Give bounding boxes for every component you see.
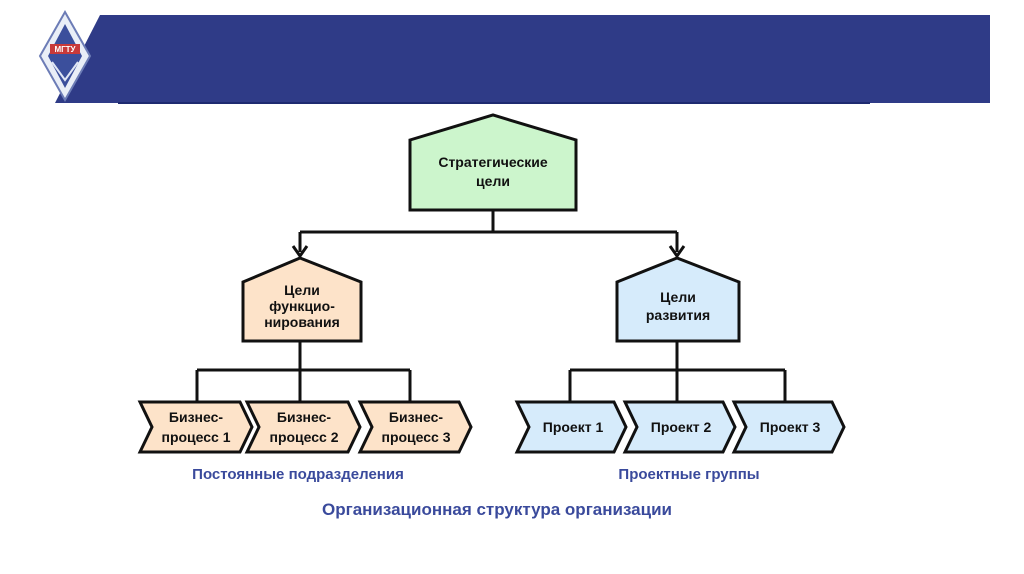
bp1-line1: Бизнес-	[169, 409, 223, 425]
node-business-process-3: Бизнес- процесс 3	[357, 400, 473, 454]
bp2-line2: процесс 2	[269, 429, 338, 445]
node-functioning-line1: Цели	[284, 282, 320, 298]
node-project-3: Проект 3	[731, 400, 846, 454]
project1-label: Проект 1	[543, 419, 604, 435]
node-project-2: Проект 2	[622, 400, 737, 454]
node-project-1: Проект 1	[514, 400, 628, 454]
bp3-line1: Бизнес-	[389, 409, 443, 425]
connectors	[195, 210, 787, 402]
node-strategic-line1: Стратегические	[438, 154, 548, 170]
project2-label: Проект 2	[651, 419, 712, 435]
node-functioning-line2: функцио-	[269, 298, 335, 314]
node-strategic-line2: цели	[476, 173, 510, 189]
node-functioning-goals: Цели функцио- нирования	[241, 256, 363, 343]
node-development-line2: развития	[646, 307, 710, 323]
university-logo: МГТУ	[38, 9, 92, 103]
project3-label: Проект 3	[760, 419, 821, 435]
diagram-title: Организационная структура организации	[322, 500, 672, 519]
caption-permanent-units: Постоянные подразделения	[192, 466, 404, 483]
node-development-goals: Цели развития	[615, 256, 741, 343]
node-business-process-1: Бизнес- процесс 1	[137, 400, 254, 454]
bp1-line2: процесс 1	[161, 429, 230, 445]
bp3-line2: процесс 3	[381, 429, 450, 445]
logo-text: МГТУ	[54, 45, 76, 54]
node-strategic-goals: Стратегические цели	[408, 113, 578, 212]
bp2-line1: Бизнес-	[277, 409, 331, 425]
node-business-process-2: Бизнес- процесс 2	[244, 400, 362, 454]
node-functioning-line3: нирования	[264, 314, 340, 330]
node-development-line1: Цели	[660, 289, 696, 305]
caption-project-groups: Проектные группы	[618, 466, 759, 483]
header-banner	[55, 15, 990, 103]
